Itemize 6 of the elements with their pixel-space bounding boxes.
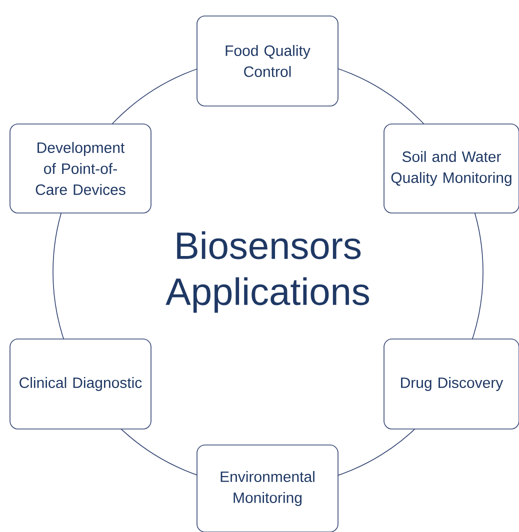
rounded-box: Drug Discovery bbox=[384, 338, 519, 430]
rounded-box: Soil and Water Quality Monitoring bbox=[384, 124, 519, 214]
rounded-box: Development of Point-of-Care Devices bbox=[10, 124, 152, 214]
rounded-box: Environmental Monitoring bbox=[196, 444, 338, 532]
rounded-box: Clinical Diagnostic bbox=[10, 338, 152, 430]
rounded-box: Food Quality Control bbox=[196, 16, 338, 106]
